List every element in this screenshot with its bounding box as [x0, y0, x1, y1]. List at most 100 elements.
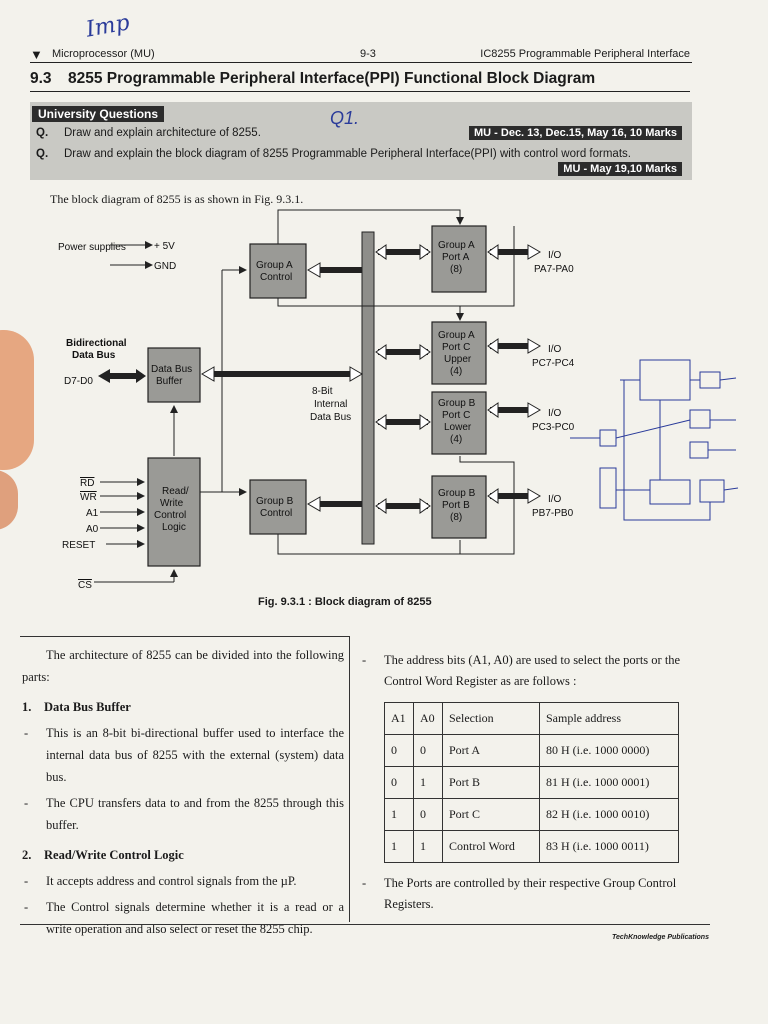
publisher-logo: TechKnowledge Publications: [612, 934, 709, 941]
control-lines: [170, 209, 515, 555]
running-header: ▼ Microprocessor (MU) 9-3 IC8255 Program…: [30, 46, 692, 63]
svg-text:RD: RD: [80, 478, 94, 489]
svg-text:Group A: Group A: [438, 330, 475, 341]
port-a-block: [431, 225, 487, 293]
svg-text:Write: Write: [160, 498, 184, 509]
svg-text:Port B: Port B: [442, 500, 470, 511]
svg-text:Logic: Logic: [162, 522, 186, 533]
svg-text:Port C: Port C: [442, 342, 470, 353]
read-write-control-logic-block: [147, 457, 201, 567]
internal-bus-label-2: Internal: [314, 399, 347, 410]
subsection-read-write-logic: 2.Read/Write Control Logic: [22, 848, 184, 862]
svg-text:Data Bus: Data Bus: [151, 364, 192, 375]
section-number: 9.3: [30, 70, 52, 87]
svg-text:(8): (8): [450, 512, 462, 523]
svg-text:I/O: I/O: [548, 250, 562, 261]
port-c-upper-block: [431, 321, 487, 385]
column-divider: [349, 636, 350, 922]
port-b-block: [431, 475, 487, 539]
bidirectional-label: Bidirectional: [66, 338, 127, 349]
header-page-number: 9-3: [360, 48, 376, 60]
address-bits-intro: -The address bits (A1, A0) are used to s…: [362, 653, 681, 688]
group-a-control-label: Group A: [256, 260, 293, 271]
internal-data-bus-bar: [361, 231, 375, 545]
list-item: -This is an 8-bit bi-directional buffer …: [24, 726, 344, 784]
group-b-control-block: [249, 479, 307, 535]
svg-text:Group B: Group B: [438, 488, 476, 499]
pb-label: PB7-PB0: [532, 508, 574, 519]
pcu-label: PC7-PC4: [532, 358, 575, 369]
question-2: Q.Draw and explain the block diagram of …: [36, 148, 631, 160]
handwritten-sketch: [570, 359, 739, 521]
data-bus-buffer-block: [147, 347, 201, 403]
svg-text:Upper: Upper: [444, 354, 472, 365]
d7-d0-label: D7-D0: [64, 376, 93, 387]
finger-shadow-lower: [0, 470, 18, 530]
publisher-logo-icon: ▼: [30, 47, 43, 62]
architecture-intro: The architecture of 8255 can be divided …: [22, 648, 344, 684]
power-supplies-label: Power supplies: [58, 242, 126, 253]
group-a-arrowhead: [307, 262, 321, 278]
table-header-row: A1 A0 Selection Sample address: [384, 702, 679, 735]
internal-bus-label-3: Data Bus: [310, 412, 351, 423]
group-a-control-label-2: Control: [260, 272, 292, 283]
cs-label: CS: [78, 580, 92, 591]
question-1: Q.Draw and explain architecture of 8255.: [36, 127, 261, 139]
svg-text:A0: A0: [86, 524, 99, 535]
question-2-marks: MU - May 19,10 Marks: [558, 162, 682, 176]
plus5v-label: + 5V: [154, 241, 175, 252]
svg-text:Read/: Read/: [162, 486, 189, 497]
right-column: -The address bits (A1, A0) are used to s…: [362, 640, 702, 915]
diagram-intro: The block diagram of 8255 is as shown in…: [50, 192, 304, 206]
svg-text:(4): (4): [450, 366, 462, 377]
left-column: The architecture of 8255 can be divided …: [22, 644, 344, 944]
svg-text:I/O: I/O: [548, 494, 562, 505]
header-book-title: Microprocessor (MU): [52, 48, 155, 60]
list-item: -The CPU transfers data to and from the …: [24, 796, 344, 832]
list-item: -The Control signals determine whether i…: [24, 900, 344, 936]
gnd-label: GND: [154, 261, 176, 272]
group-a-control-block: [249, 243, 307, 299]
svg-text:Group A: Group A: [438, 240, 475, 251]
internal-bus-label-1: 8-Bit: [312, 386, 333, 397]
svg-text:I/O: I/O: [548, 344, 562, 355]
svg-text:A1: A1: [86, 508, 99, 519]
question-1-marks: MU - Dec. 13, Dec.15, May 16, 10 Marks: [469, 126, 682, 140]
svg-text:(8): (8): [450, 264, 462, 275]
pa-label: PA7-PA0: [534, 264, 574, 275]
bus-port-arrows: [375, 244, 541, 514]
column-top-rule: [20, 636, 350, 637]
section-title: 8255 Programmable Peripheral Interface(P…: [68, 70, 596, 87]
svg-text:Control: Control: [154, 510, 186, 521]
group-b-arrowhead: [307, 496, 321, 512]
svg-text:WR: WR: [80, 492, 97, 503]
svg-text:Port A: Port A: [442, 252, 470, 263]
handwritten-q-number: Q1.: [330, 108, 360, 128]
svg-text:RESET: RESET: [62, 540, 95, 551]
header-chapter-title: IC8255 Programmable Peripheral Interface: [480, 48, 690, 60]
svg-text:Buffer: Buffer: [156, 376, 183, 387]
section-heading: 9.3 8255 Programmable Peripheral Interfac…: [30, 70, 690, 92]
group-b-control-label: Group B: [256, 496, 294, 507]
ports-control-note: -The Ports are controlled by their respe…: [362, 876, 677, 911]
university-questions-box: University Questions Q1. Q.Draw and expl…: [30, 102, 692, 180]
figure-caption: Fig. 9.3.1 : Block diagram of 8255: [258, 596, 432, 608]
svg-text:I/O: I/O: [548, 408, 562, 419]
uq-label: University Questions: [32, 106, 165, 122]
port-c-lower-block: [431, 391, 487, 455]
footer-rule: [20, 924, 710, 925]
svg-text:Group B: Group B: [438, 398, 476, 409]
list-item: -It accepts address and control signals …: [24, 874, 297, 888]
data-bus-external-label: Data Bus: [72, 350, 116, 361]
svg-text:(4): (4): [450, 434, 462, 445]
finger-shadow: [0, 330, 34, 470]
svg-text:Port C: Port C: [442, 410, 470, 421]
block-diagram: Power supplies + 5V GND 8-Bit Internal D…: [58, 209, 575, 591]
handwritten-note: Imp: [84, 10, 132, 43]
